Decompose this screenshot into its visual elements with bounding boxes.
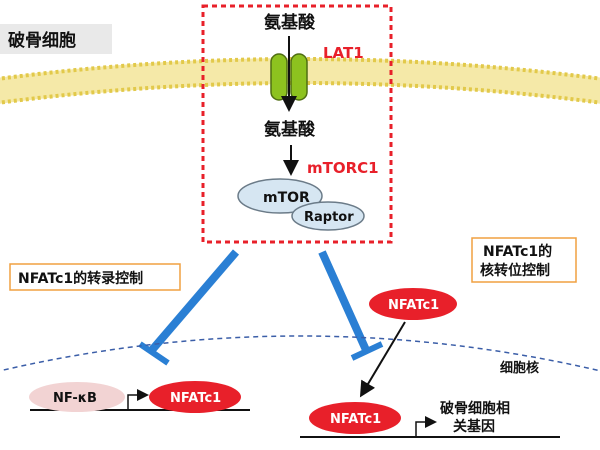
nfkb-oval: [29, 382, 125, 412]
nuclear-translocation-line2: 核转位控制: [480, 262, 550, 279]
cell-label: 破骨细胞: [8, 30, 76, 51]
nfkb-label: NF-κB: [53, 391, 97, 406]
nfatc1-nucleus-oval: [309, 402, 401, 434]
raptor-label: Raptor: [304, 210, 354, 225]
nfatc1-cytoplasm-oval: [369, 288, 457, 320]
lat1-label: LAT1: [323, 44, 364, 62]
translocation-arrow: [359, 321, 406, 398]
target-genes-line2: 关基因: [453, 418, 495, 435]
nuclear-translocation-box: [471, 237, 577, 283]
target-genes-line1: 破骨细胞相: [440, 400, 510, 417]
mtor-ellipse: [237, 178, 323, 214]
mtorc1-dashed-box: [201, 4, 393, 244]
transcription-control-label: NFATc1的转录控制: [18, 270, 143, 287]
mtorc1-label: mTORC1: [307, 159, 379, 177]
nuclear-envelope: [0, 335, 600, 372]
transcription-control-box: [9, 263, 181, 291]
amino-acid-intracellular-label: 氨基酸: [264, 119, 316, 140]
amino-acid-extracellular-label: 氨基酸: [264, 12, 316, 33]
lat1-transporter: [270, 53, 308, 101]
nucleus-label: 细胞核: [500, 360, 539, 376]
nfatc1-gene-label: NFATc1: [170, 391, 221, 406]
mtor-label: mTOR: [263, 190, 310, 206]
raptor-ellipse: [291, 201, 365, 231]
nfatc1-nucleus-label: NFATc1: [330, 412, 381, 427]
nfatc1-gene-oval: [149, 381, 241, 413]
inhibition-line-left: [138, 249, 240, 366]
cell-label-banner: 破骨细胞: [0, 24, 112, 54]
inhibition-line-right: [318, 250, 384, 361]
nuclear-translocation-line1: NFATc1的: [483, 243, 552, 260]
nfatc1-cytoplasm-label: NFATc1: [388, 298, 439, 313]
promoter-arrow-right: [415, 416, 437, 437]
promoter-arrow-left: [127, 389, 149, 410]
